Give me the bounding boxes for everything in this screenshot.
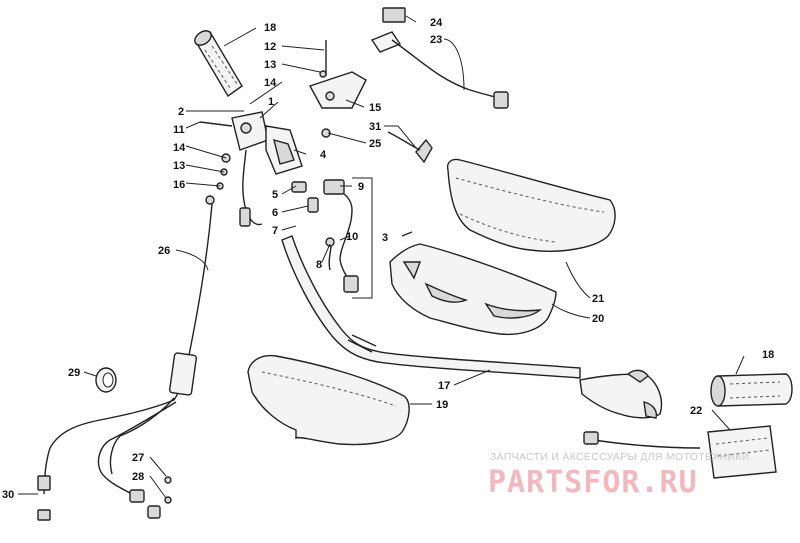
callout-9: 9	[358, 181, 364, 193]
callout-18-b-text: 18	[762, 349, 774, 361]
callout-23: 23	[430, 34, 442, 46]
callout-1: 1	[268, 96, 274, 108]
callout-29: 29	[68, 367, 80, 379]
right-grip-assembly	[579, 369, 793, 479]
leader-lines	[18, 15, 745, 499]
handlebar-pad	[389, 231, 557, 336]
callout-4: 4	[320, 149, 327, 161]
callout-11: 11	[173, 124, 185, 136]
callout-12: 12	[264, 41, 276, 53]
callout-7: 7	[272, 225, 278, 237]
mount-bracket	[308, 40, 367, 138]
callout-22: 22	[690, 405, 702, 417]
callout-10: 10	[346, 231, 358, 243]
callout-21: 21	[592, 293, 604, 305]
watermark-subtitle: ЗАПЧАСТИ И АКСЕССУАРЫ ДЛЯ МОТОТЕХНИКИ	[490, 451, 750, 463]
heater-switch	[370, 7, 509, 109]
callout-31: 31	[369, 121, 381, 133]
callout-3: 3	[382, 232, 388, 244]
callout-2: 2	[178, 106, 184, 118]
callout-8: 8	[316, 259, 322, 271]
watermark-brand: PARTSFOR.RU	[488, 465, 698, 500]
callout-27: 27	[132, 452, 144, 464]
wire-harness	[323, 179, 359, 293]
callout-24: 24	[430, 17, 443, 29]
watermark: ЗАПЧАСТИ И АКСЕССУАРЫ ДЛЯ МОТОТЕХНИКИ PA…	[488, 451, 750, 500]
callout-18-top: 18	[264, 22, 276, 34]
crossbar-pad	[247, 354, 410, 446]
callout-13-top: 13	[264, 59, 276, 71]
callout-5: 5	[272, 189, 278, 201]
callout-18-b: 18	[762, 349, 774, 361]
callout-26: 26	[158, 245, 170, 257]
callout-20: 20	[592, 313, 604, 325]
callout-30: 30	[2, 489, 14, 501]
handlebar	[281, 235, 581, 379]
throttle-cable	[37, 195, 215, 521]
callout-28: 28	[132, 471, 144, 483]
callout-14-top: 14	[264, 77, 277, 89]
callout-15: 15	[369, 102, 381, 114]
callout-13-left: 13	[173, 160, 185, 172]
hardware	[164, 121, 233, 504]
callout-16: 16	[173, 179, 185, 191]
callout-14-left: 14	[173, 142, 186, 154]
sensor	[387, 131, 433, 164]
left-grip	[194, 30, 243, 98]
throttle-housing	[231, 111, 319, 227]
callout-17: 17	[438, 380, 450, 392]
callout-19: 19	[436, 399, 448, 411]
clamp-ring	[95, 367, 117, 393]
windshield	[446, 158, 616, 252]
callout-6: 6	[272, 207, 278, 219]
callout-25: 25	[369, 138, 381, 150]
callout-labels: 18 12 13 14 1 2 11 14 13 16 4 5 6 7 8 9 …	[2, 17, 774, 501]
